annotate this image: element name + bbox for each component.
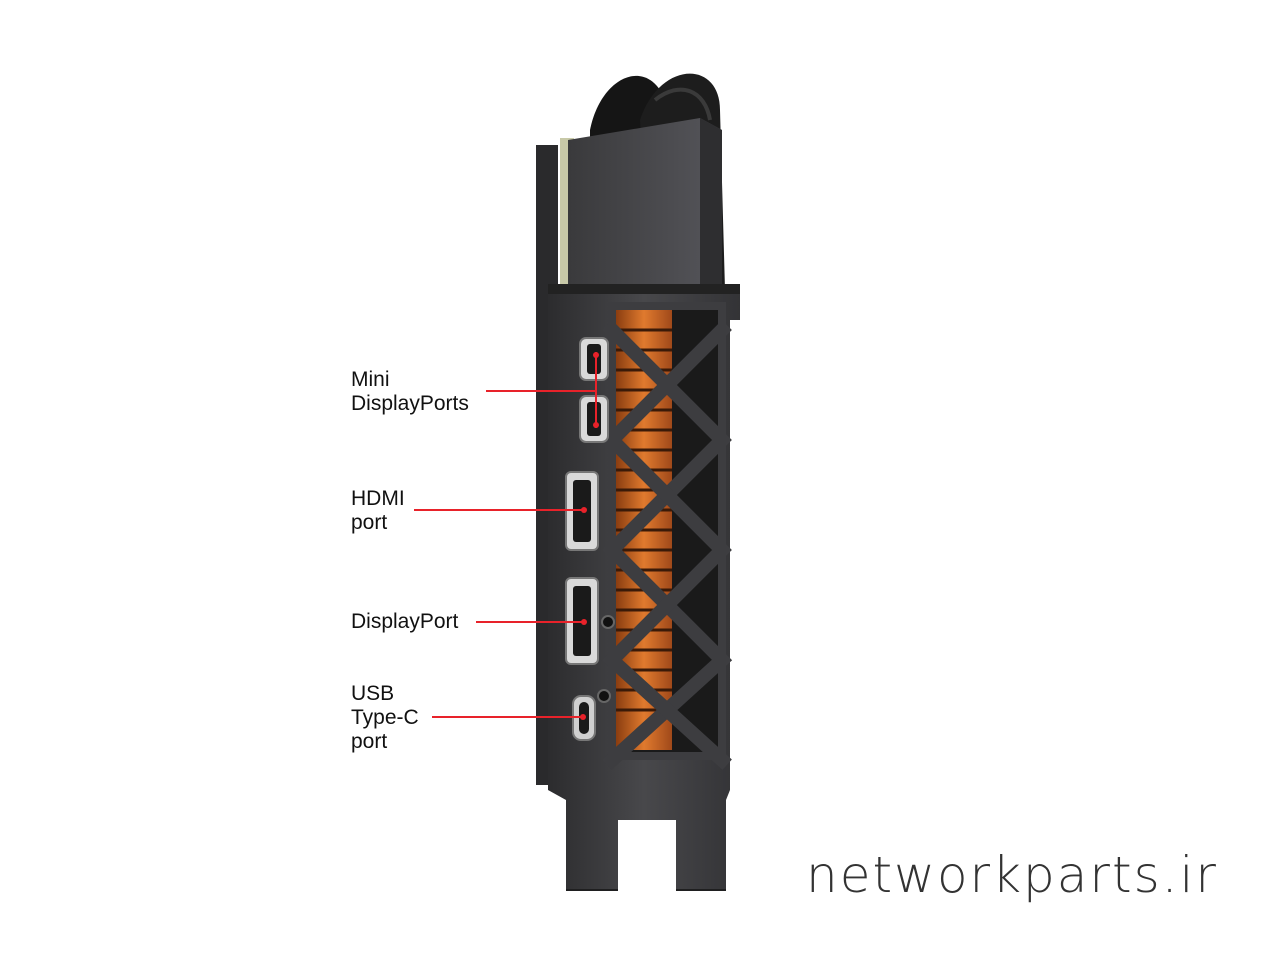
callout-line-mini-dp-vertical — [595, 352, 597, 428]
vent-lattice — [601, 302, 733, 770]
callout-dot-usb-c — [580, 714, 586, 720]
callout-line-usb-c — [432, 716, 584, 718]
port-mini-displayport-2 — [579, 395, 609, 443]
callout-line-mini-dp — [486, 390, 596, 392]
label-line: DisplayPorts — [351, 392, 469, 415]
bracket-lip — [548, 284, 740, 294]
callout-line-displayport — [476, 621, 586, 623]
label-line: port — [351, 730, 388, 753]
callout-dot-displayport — [581, 619, 587, 625]
shroud-top — [568, 118, 722, 290]
callout-dot-hdmi — [581, 507, 587, 513]
callout-dot-mini-dp-2 — [593, 422, 599, 428]
port-mini-displayport-1 — [579, 337, 609, 381]
watermark: networkparts.ir — [806, 846, 1218, 904]
callout-line-hdmi — [414, 509, 586, 511]
label-line: DisplayPort — [351, 610, 459, 633]
label-hdmi-port: HDMI port — [351, 487, 405, 535]
label-displayport: DisplayPort — [351, 610, 458, 634]
label-line: HDMI — [351, 487, 405, 510]
callout-dot-mini-dp-1 — [593, 352, 599, 358]
label-line: Type-C — [351, 706, 419, 729]
label-usb-type-c-port: USB Type-C port — [351, 682, 419, 754]
label-mini-displayports: Mini DisplayPorts — [351, 368, 469, 416]
label-line: USB — [351, 682, 395, 705]
label-line: port — [351, 511, 388, 534]
label-line: Mini — [351, 368, 390, 391]
